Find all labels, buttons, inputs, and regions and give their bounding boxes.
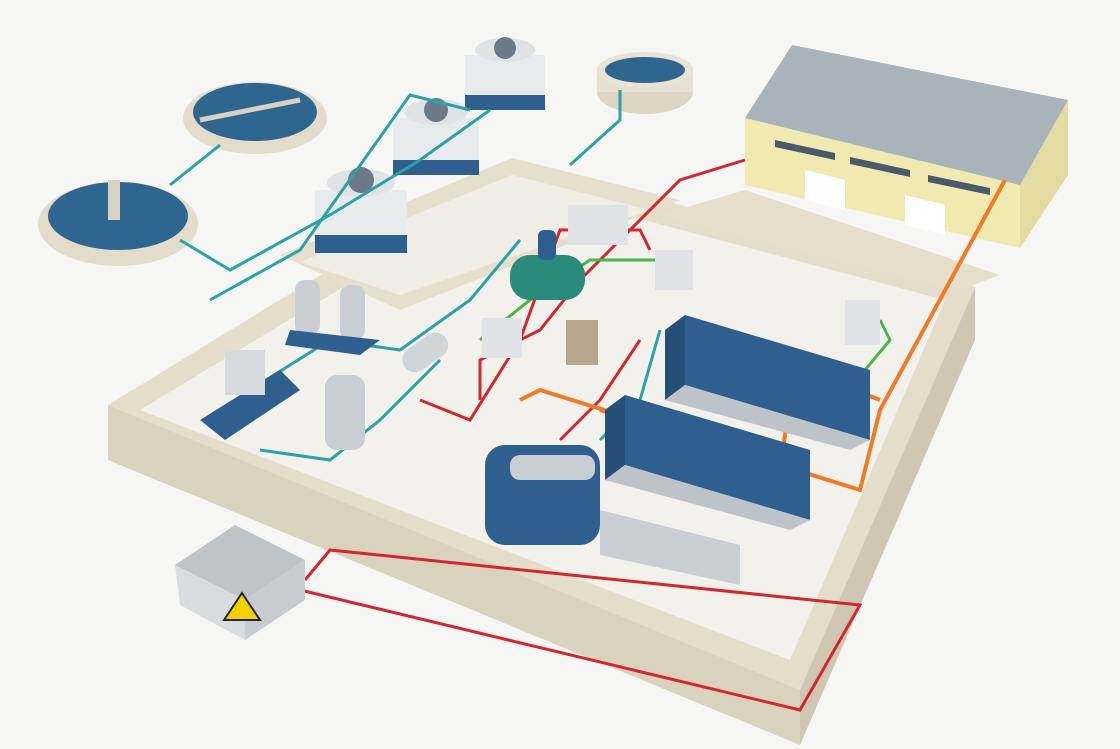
pump-skid bbox=[200, 350, 300, 440]
high-voltage-warning-icon bbox=[222, 591, 262, 621]
clarifier-tank-2 bbox=[38, 180, 198, 266]
generator-set-1 bbox=[665, 315, 870, 450]
warehouse-wall-link bbox=[660, 190, 1000, 290]
auxiliary-unit-3 bbox=[482, 318, 522, 358]
control-panel bbox=[566, 320, 598, 365]
clarifier-tank-1 bbox=[183, 82, 327, 154]
water-tank bbox=[597, 52, 693, 114]
auxiliary-unit-2 bbox=[845, 300, 880, 345]
heat-exchanger bbox=[402, 332, 449, 373]
electrical-substation bbox=[175, 525, 305, 640]
boiler bbox=[510, 230, 585, 300]
storage-tank bbox=[325, 375, 365, 450]
plant-enclosure bbox=[108, 158, 1000, 745]
cooling-tower-1 bbox=[465, 37, 545, 110]
auxiliary-unit bbox=[655, 250, 693, 290]
compressor-unit bbox=[568, 205, 628, 245]
pipes bbox=[169, 90, 1007, 712]
cooling-tower-3 bbox=[315, 167, 407, 253]
warehouse-building bbox=[745, 45, 1068, 248]
generator-set-2 bbox=[605, 395, 810, 530]
turbine bbox=[485, 445, 740, 585]
filter-tanks bbox=[285, 280, 380, 355]
fan-icon bbox=[494, 37, 516, 59]
